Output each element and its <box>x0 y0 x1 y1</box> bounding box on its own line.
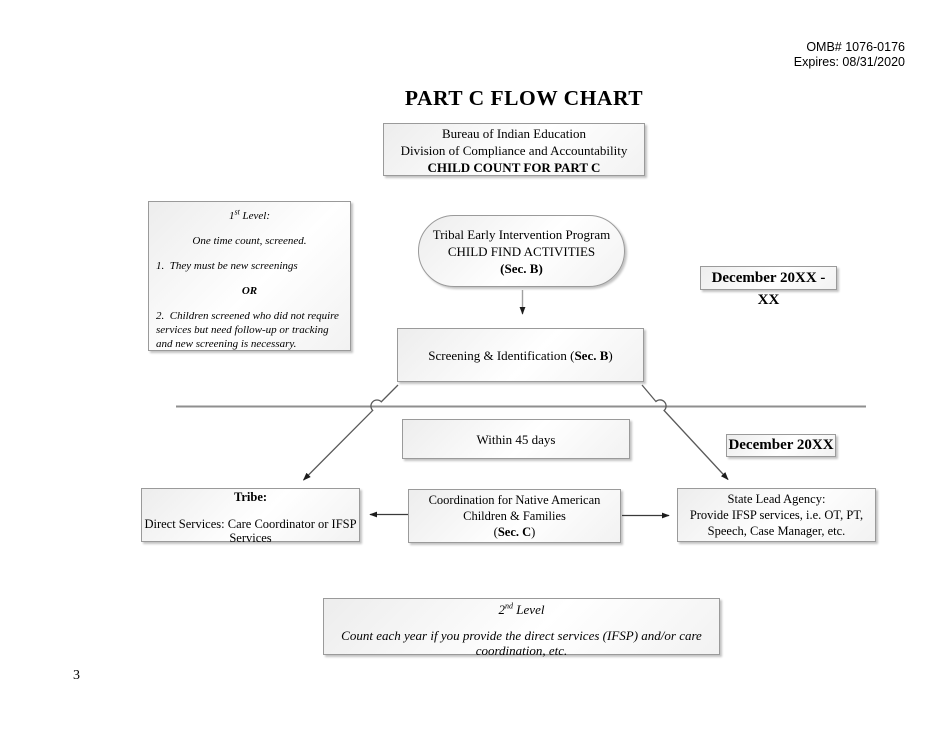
state-line3: Speech, Case Manager, etc. <box>707 524 846 538</box>
second-level-heading: 2nd Level <box>324 602 719 617</box>
screening-identification-box: Screening & Identification (Sec. B) <box>397 328 644 382</box>
stadium-sec-label: Sec. B <box>504 260 539 276</box>
tribe-heading: Tribe: <box>233 490 268 504</box>
omb-header: OMB# 1076-0176 Expires: 08/31/2020 <box>794 40 905 70</box>
coordination-sec-open: ( <box>493 525 498 539</box>
first-level-num: 1 <box>228 210 235 222</box>
second-level-num: 2 <box>498 602 506 617</box>
omb-expires: Expires: 08/31/2020 <box>793 55 905 69</box>
coordination-line1: Coordination for Native American <box>428 493 601 507</box>
first-level-note-box: 1st Level: One time count, screened. 1. … <box>148 201 351 351</box>
second-level-word: Level <box>513 602 545 617</box>
coordination-box: Coordination for Native American Childre… <box>408 489 621 543</box>
second-level-note-box: 2nd Level Count each year if you provide… <box>323 598 720 658</box>
stadium-line1: Tribal Early Intervention Program <box>432 226 611 242</box>
december-range-box: December 20XX - XX <box>700 266 837 308</box>
omb-number: OMB# 1076-0176 <box>806 40 905 54</box>
arrow-screening-to-state <box>641 384 729 481</box>
first-level-heading: 1st Level: <box>156 207 343 223</box>
state-line1: State Lead Agency: <box>727 492 826 506</box>
tribe-body-line1: Direct Services: Care Coordinator or IFS… <box>144 517 357 531</box>
bureau-header-box: Bureau of Indian Education Division of C… <box>383 123 645 176</box>
screening-text: Screening & Identification ( <box>428 347 575 363</box>
tribe-services-box: Tribe: Direct Services: Care Coordinator… <box>141 488 360 545</box>
second-level-ordinal: nd <box>505 601 514 611</box>
page-number: 3 <box>73 668 80 683</box>
child-find-stadium-box: Tribal Early Intervention Program CHILD … <box>418 215 625 287</box>
second-level-body-line1: Count each year if you provide the direc… <box>341 628 702 643</box>
state-line2: Provide IFSP services, i.e. OT, PT, <box>689 508 864 522</box>
arrow-screening-to-tribe <box>302 384 399 481</box>
second-level-body-line2: coordination, etc. <box>475 643 568 658</box>
first-level-item1: 1. They must be new screenings <box>156 260 298 272</box>
bureau-line2: Division of Compliance and Accountabilit… <box>400 142 628 158</box>
coordination-line2: Children & Families <box>463 509 566 523</box>
coordination-sec-close: ) <box>531 525 536 539</box>
first-level-ordinal: st <box>234 207 240 217</box>
tribe-body-line2: Services <box>229 531 272 545</box>
bureau-line1: Bureau of Indian Education <box>441 125 587 141</box>
first-level-para1: One time count, screened. <box>192 235 307 247</box>
screening-close: ) <box>608 347 613 363</box>
coordination-sec-label: Sec. C <box>497 525 532 539</box>
coordination-sec-ref: (Sec. C) <box>409 524 620 540</box>
stadium-line2: CHILD FIND ACTIVITIES <box>447 243 596 259</box>
december-box: December 20XX <box>726 434 836 457</box>
first-level-item2: 2. Children screened who did not require… <box>156 310 342 350</box>
within-45-days-box: Within 45 days <box>402 419 630 459</box>
state-lead-agency-box: State Lead Agency: Provide IFSP services… <box>677 488 876 542</box>
screening-sec-label: Sec. B <box>574 347 609 363</box>
page-title: PART C FLOW CHART <box>404 86 644 110</box>
stadium-sec-close: ) <box>538 260 543 276</box>
first-level-word: Level: <box>239 210 271 222</box>
stadium-sec-open: ( <box>500 260 505 276</box>
screening-label: Screening & Identification (Sec. B) <box>398 347 643 364</box>
stadium-sec-ref: (Sec. B) <box>419 260 624 277</box>
bureau-line3: CHILD COUNT FOR PART C <box>427 159 601 175</box>
first-level-or: OR <box>241 285 258 297</box>
